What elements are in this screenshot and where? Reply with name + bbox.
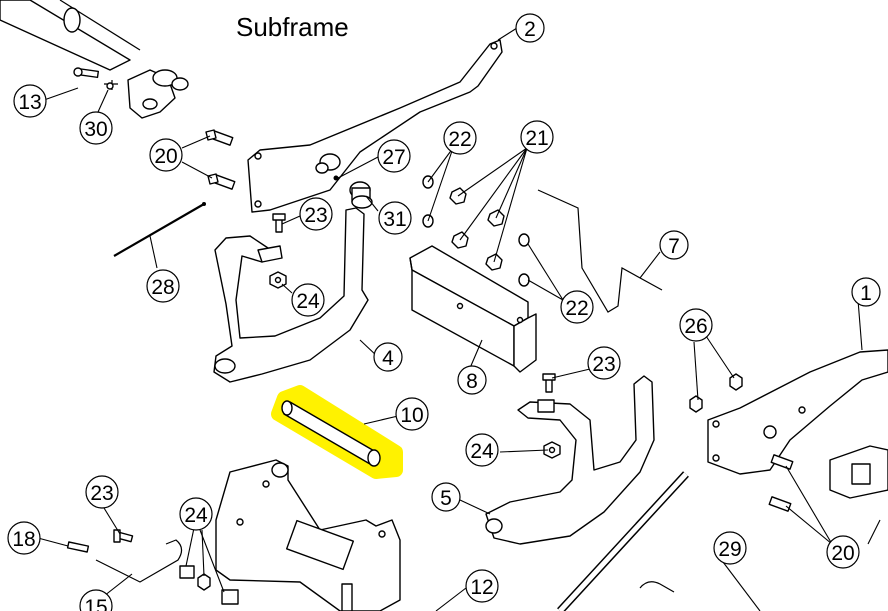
svg-text:10: 10 bbox=[400, 404, 423, 427]
callout-23-mid: 23 bbox=[587, 346, 621, 380]
callout-23-lower: 23 bbox=[85, 475, 119, 509]
callout-24-lower: 24 bbox=[179, 497, 213, 531]
callout-12: 12 bbox=[465, 569, 499, 603]
svg-text:24: 24 bbox=[184, 504, 208, 527]
svg-text:5: 5 bbox=[440, 487, 452, 510]
callout-29: 29 bbox=[713, 531, 747, 565]
part-12-frame bbox=[215, 459, 401, 611]
axle-shaft-assembly bbox=[0, 0, 189, 119]
callout-22-right: 22 bbox=[560, 290, 594, 324]
svg-text:31: 31 bbox=[383, 208, 406, 231]
callout-15: 15 bbox=[79, 589, 113, 611]
part-15-pin bbox=[95, 539, 183, 583]
svg-text:7: 7 bbox=[668, 235, 680, 258]
part-7-rod bbox=[537, 189, 663, 313]
part-24-nut-b bbox=[543, 441, 561, 459]
svg-text:21: 21 bbox=[525, 127, 548, 150]
callout-24-mid: 24 bbox=[465, 433, 499, 467]
callout-24-upper: 24 bbox=[291, 283, 325, 317]
part-20-bolts-upper bbox=[205, 129, 236, 190]
callout-30: 30 bbox=[79, 111, 113, 145]
svg-text:13: 13 bbox=[18, 91, 41, 114]
svg-text:22: 22 bbox=[565, 297, 588, 320]
part-31-bushing bbox=[349, 181, 373, 209]
callout-26: 26 bbox=[679, 308, 713, 342]
callout-20-upper: 20 bbox=[149, 138, 183, 172]
callout-13: 13 bbox=[13, 84, 47, 118]
svg-text:26: 26 bbox=[684, 315, 707, 338]
svg-text:20: 20 bbox=[831, 542, 854, 565]
callout-10: 10 bbox=[395, 397, 429, 431]
svg-text:24: 24 bbox=[470, 440, 494, 463]
svg-text:22: 22 bbox=[448, 128, 471, 151]
part-5-arm bbox=[485, 375, 655, 545]
callout-22-top: 22 bbox=[443, 121, 477, 155]
part-18-pin bbox=[66, 541, 90, 553]
svg-text:15: 15 bbox=[84, 596, 107, 611]
callout-28: 28 bbox=[146, 269, 180, 303]
svg-text:1: 1 bbox=[860, 282, 872, 305]
svg-text:8: 8 bbox=[466, 370, 478, 393]
part-26-nuts bbox=[689, 373, 743, 413]
callout-31: 31 bbox=[378, 201, 412, 235]
svg-text:18: 18 bbox=[12, 528, 35, 551]
callout-23-top: 23 bbox=[299, 197, 333, 231]
svg-text:2: 2 bbox=[524, 18, 536, 41]
svg-text:28: 28 bbox=[151, 276, 174, 299]
part-20-bolts-lower bbox=[768, 454, 794, 512]
part-8-bracket bbox=[409, 245, 537, 373]
svg-text:23: 23 bbox=[592, 353, 615, 376]
callout-21: 21 bbox=[520, 120, 554, 154]
svg-text:24: 24 bbox=[296, 290, 320, 313]
svg-text:30: 30 bbox=[84, 118, 107, 141]
part-21-nuts bbox=[449, 187, 505, 271]
part-22-washers-right bbox=[518, 233, 530, 287]
callout-20-lower: 20 bbox=[826, 535, 860, 569]
part-23-bolt-top bbox=[272, 213, 286, 233]
part-10-tube bbox=[271, 385, 403, 479]
callout-8: 8 bbox=[457, 365, 487, 395]
callout-2: 2 bbox=[515, 13, 545, 43]
part-4-arm bbox=[213, 207, 369, 383]
callout-5: 5 bbox=[431, 482, 461, 512]
part-13-pin bbox=[73, 67, 100, 79]
part-27-grease-fitting bbox=[333, 175, 339, 181]
callout-18: 18 bbox=[7, 521, 41, 555]
leader-lines bbox=[37, 27, 881, 611]
svg-text:23: 23 bbox=[304, 204, 327, 227]
callout-27: 27 bbox=[377, 139, 411, 173]
part-1-frame bbox=[707, 349, 888, 499]
diagram-title: Subframe bbox=[236, 12, 349, 42]
svg-text:23: 23 bbox=[90, 482, 113, 505]
part-2-plate bbox=[247, 39, 503, 213]
svg-text:27: 27 bbox=[382, 146, 405, 169]
svg-text:4: 4 bbox=[382, 347, 394, 370]
part-24-nuts-lower bbox=[179, 565, 239, 605]
part-28-cable bbox=[113, 202, 206, 257]
svg-text:29: 29 bbox=[718, 538, 741, 561]
part-30-clip bbox=[104, 80, 118, 90]
part-29-rod bbox=[557, 471, 689, 611]
part-23-bolt-lower bbox=[113, 529, 134, 543]
callout-7: 7 bbox=[659, 230, 689, 260]
part-23-bolt-mid bbox=[542, 373, 556, 393]
svg-text:12: 12 bbox=[470, 576, 493, 599]
svg-text:20: 20 bbox=[154, 145, 177, 168]
callout-4: 4 bbox=[373, 342, 403, 372]
callout-1: 1 bbox=[851, 277, 881, 307]
